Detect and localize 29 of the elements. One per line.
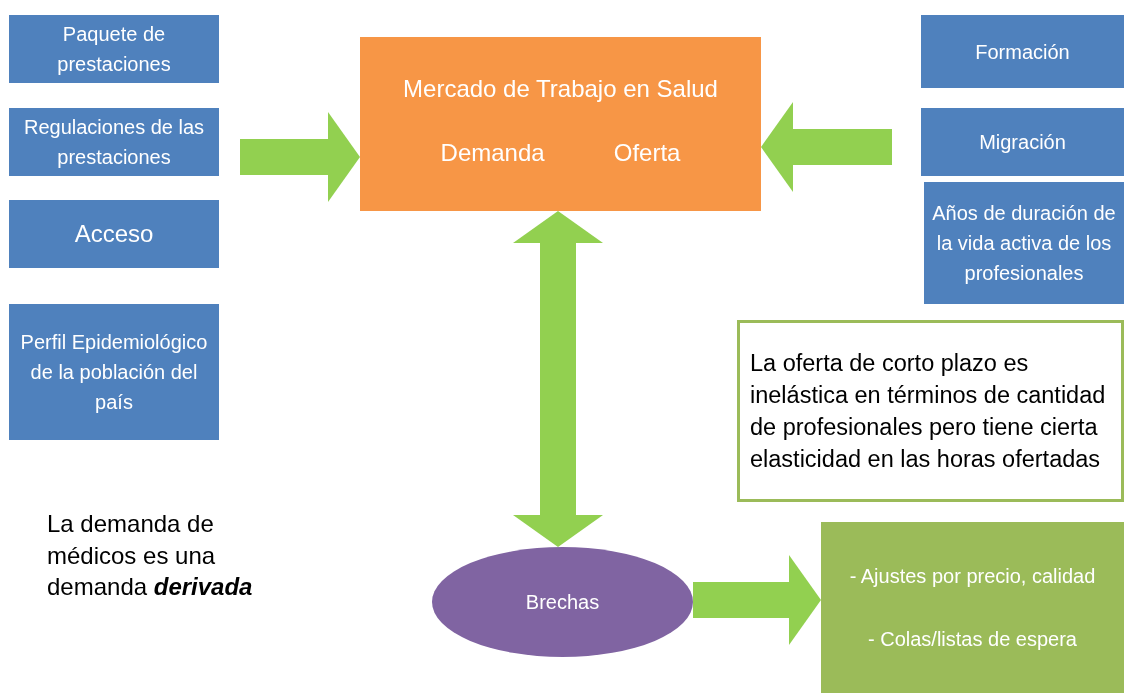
factor-box <box>9 108 219 176</box>
box-text: Años de duración de la vida activa de los profesionales <box>931 201 1117 286</box>
box-text: - Colas/listas de espera <box>868 627 1077 653</box>
box-text: Acceso <box>74 219 154 249</box>
result-box <box>821 522 1124 693</box>
factor-box <box>921 108 1124 176</box>
block-arrow <box>761 102 892 192</box>
box-text: La oferta de corto plazo es inelástica en términos de cantidad de profesionales pero tiene cierta elasticidad en las horas ofertadas <box>750 348 1107 475</box>
block-arrow <box>693 555 821 645</box>
factor-box <box>921 15 1124 88</box>
factor-box <box>9 304 219 440</box>
factor-box <box>924 182 1124 304</box>
box-text: Formación <box>975 39 1070 65</box>
box-title: Mercado de Trabajo en Salud <box>403 74 718 104</box>
factor-box <box>9 200 219 268</box>
box-text: Migración <box>979 130 1066 155</box>
box-text: - Ajustes por precio, calidad <box>849 563 1096 589</box>
block-arrow <box>513 211 603 547</box>
box-text: Paquete de prestaciones <box>56 22 172 77</box>
note-text: La demanda de médicos es una demanda derivada <box>47 509 254 603</box>
market-box <box>360 37 761 211</box>
box-text: Brechas <box>525 590 600 615</box>
box-text: Perfil Epidemiológico de la población del país <box>19 330 209 415</box>
box-text: Oferta <box>613 138 681 168</box>
factor-box <box>9 15 219 83</box>
block-arrow <box>240 112 360 202</box>
box-text: Demanda <box>440 138 545 168</box>
box-text: Regulaciones de las prestaciones <box>22 115 206 170</box>
note-box <box>737 320 1124 502</box>
